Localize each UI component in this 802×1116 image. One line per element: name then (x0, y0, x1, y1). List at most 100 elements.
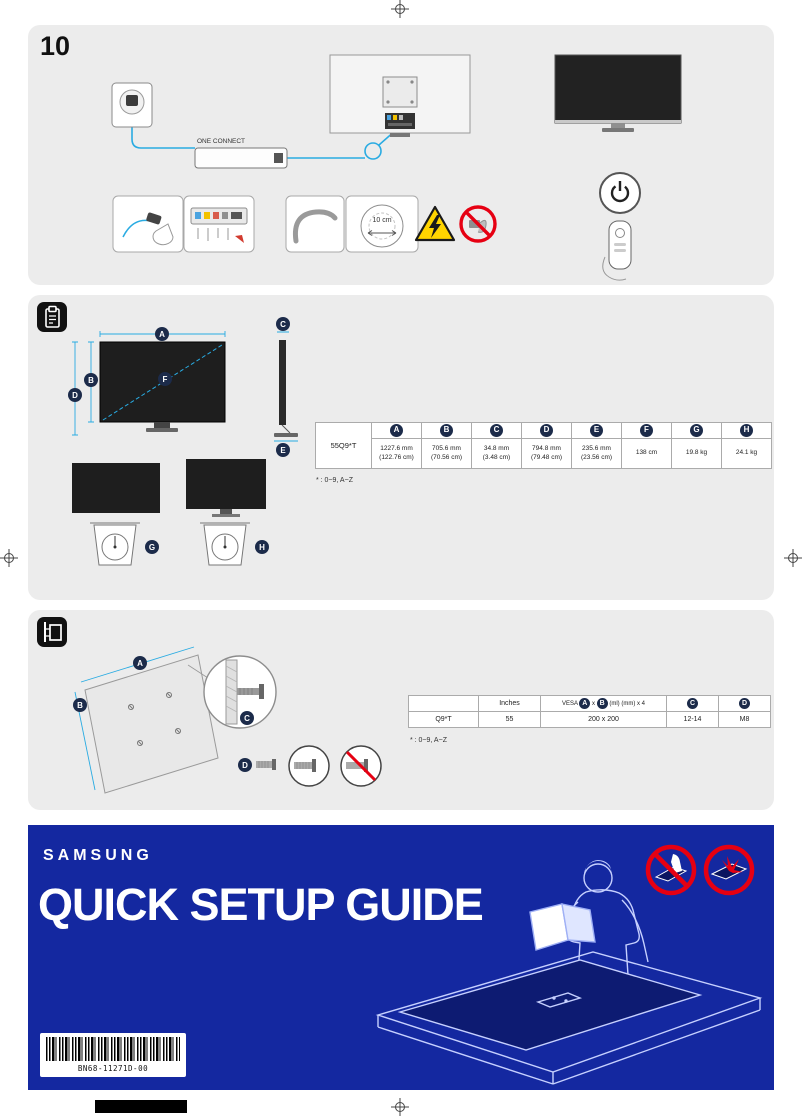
model-cell: 55Q9*T (315, 422, 372, 469)
value-cell: 794.8 mm(79.48 cm) (521, 438, 572, 469)
no-touch-icon (459, 205, 497, 243)
dimensions-table: 55Q9*T A B C D E F G H 1227.6 mm(122.76 … (315, 422, 772, 469)
cover-footer: SAMSUNG QUICK SETUP GUIDE (28, 825, 774, 1090)
svg-text:B: B (77, 701, 83, 710)
dimensions-diagram: A B D F C E (68, 317, 298, 566)
barcode-text: BN68-11271D-00 (77, 1064, 149, 1073)
spec-footnote: * : 0~9, A~Z (316, 477, 353, 484)
samsung-logo: SAMSUNG (43, 847, 153, 864)
detail-box-distance: 10 cm (345, 195, 419, 253)
setup-illustration (375, 860, 763, 1085)
connection-diagram: ONE CONNECT (111, 54, 682, 281)
value-cell: 705.6 mm(70.56 cm) (421, 438, 472, 469)
table-header-row: 55Q9*T A B C D E F G H (315, 422, 772, 469)
wall-label-c-badge: C (240, 711, 254, 725)
barcode-stripes (46, 1037, 180, 1061)
value-cell: 138 cm (621, 438, 672, 469)
label-e-badge: E (276, 443, 290, 457)
value-cell: 19.8 kg (671, 438, 722, 469)
svg-text:A: A (137, 659, 143, 668)
no-impact-icon (703, 844, 755, 896)
one-connect-box: ONE CONNECT (194, 138, 288, 169)
no-touch-screen-icon (645, 844, 697, 896)
label-c-badge: C (276, 317, 290, 331)
wall-label-a-badge: A (133, 656, 147, 670)
label-d-badge: D (68, 388, 82, 402)
col-d-badge: D (739, 698, 750, 709)
step-number: 10 (40, 31, 71, 61)
vesa-header-row: Inches VESA A x B (ml) (mm) x 4 C D (408, 695, 771, 712)
vesa-table: Inches VESA A x B (ml) (mm) x 4 C D Q9*T… (408, 695, 771, 728)
inches-cell: 55 (478, 711, 541, 728)
anchor-detail: C (203, 655, 277, 729)
vesa-header-cell: VESA A x B (ml) (mm) x 4 (540, 695, 667, 712)
col-g-badge: G (690, 424, 703, 437)
cover-title: QUICK SETUP GUIDE (38, 879, 484, 930)
screw-type-cell: M8 (718, 711, 771, 728)
svg-text:B: B (88, 376, 94, 385)
tv-weight-diagram-1: G (72, 463, 160, 566)
label-a-badge: A (155, 327, 169, 341)
svg-text:C: C (244, 714, 250, 723)
svg-text:E: E (280, 446, 286, 455)
registration-mark-icon (391, 1098, 409, 1116)
clipboard-icon (36, 301, 68, 333)
col-c-badge: C (687, 698, 698, 709)
value-cell: 1227.6 mm(122.76 cm) (371, 438, 422, 469)
high-voltage-warning-icon (414, 205, 456, 242)
svg-text:C: C (280, 320, 286, 329)
print-calibration-bar (95, 1100, 187, 1113)
value-cell: 235.6 mm(23.56 cm) (571, 438, 622, 469)
model-cell: Q9*T (408, 711, 479, 728)
table-value-row: 1227.6 mm(122.76 cm) 705.6 mm(70.56 cm) … (316, 438, 772, 469)
screw-ok-icon (288, 745, 330, 787)
col-f-badge: F (640, 424, 653, 437)
svg-text:G: G (149, 543, 155, 552)
svg-text:F: F (163, 375, 168, 384)
tv-dimension-front: A B D F (68, 327, 226, 436)
distance-label: 10 cm (372, 217, 391, 224)
inches-header-cell: Inches (478, 695, 541, 712)
tv-back-view (329, 54, 471, 137)
vesa-b-badge: B (596, 698, 608, 709)
screw-length-cell: 12-14 (666, 711, 719, 728)
tv-dimension-side: C E (274, 317, 298, 457)
svg-text:H: H (259, 543, 265, 552)
label-h-badge: H (255, 540, 269, 554)
col-h-badge: H (740, 424, 753, 437)
vesa-a-badge: A (579, 698, 591, 709)
connection-section: 10 ONE CONNECT (28, 25, 774, 285)
vesa-cell: 200 x 200 (540, 711, 667, 728)
d-header-cell: D (718, 695, 771, 712)
barcode: BN68-11271D-00 (40, 1033, 186, 1077)
col-c-badge: C (490, 424, 503, 437)
remote-control (602, 220, 632, 281)
one-connect-label: ONE CONNECT (197, 138, 245, 145)
col-a-badge: A (390, 424, 403, 437)
svg-text:D: D (242, 761, 248, 770)
svg-text:D: D (72, 391, 78, 400)
label-g-badge: G (145, 540, 159, 554)
wall-label-b-badge: B (73, 698, 87, 712)
label-b-badge: B (84, 373, 98, 387)
wall-label-d-badge: D (238, 758, 252, 772)
detail-box-ports (183, 195, 255, 253)
registration-mark-icon (784, 549, 802, 567)
wall-footnote: * : 0~9, A~Z (410, 737, 447, 744)
c-header-cell: C (666, 695, 719, 712)
wall-outlet (111, 82, 153, 128)
detail-box-cable-bend (285, 195, 345, 253)
tv-front-view (554, 54, 682, 132)
tv-weight-diagram-2: H (186, 459, 269, 566)
wall-mount-section: A B C D (28, 610, 774, 810)
label-f-badge: F (158, 372, 172, 386)
vesa-value-row: Q9*T 55 200 x 200 12-14 M8 (408, 711, 771, 728)
col-d-badge: D (540, 424, 553, 437)
mount-panel: A B (73, 646, 219, 794)
registration-mark-icon (0, 549, 18, 567)
wall-mount-diagram: A B C D (73, 646, 382, 794)
screw-spec: D (238, 745, 382, 787)
svg-text:A: A (159, 330, 165, 339)
screw-prohibited-icon (340, 745, 382, 787)
